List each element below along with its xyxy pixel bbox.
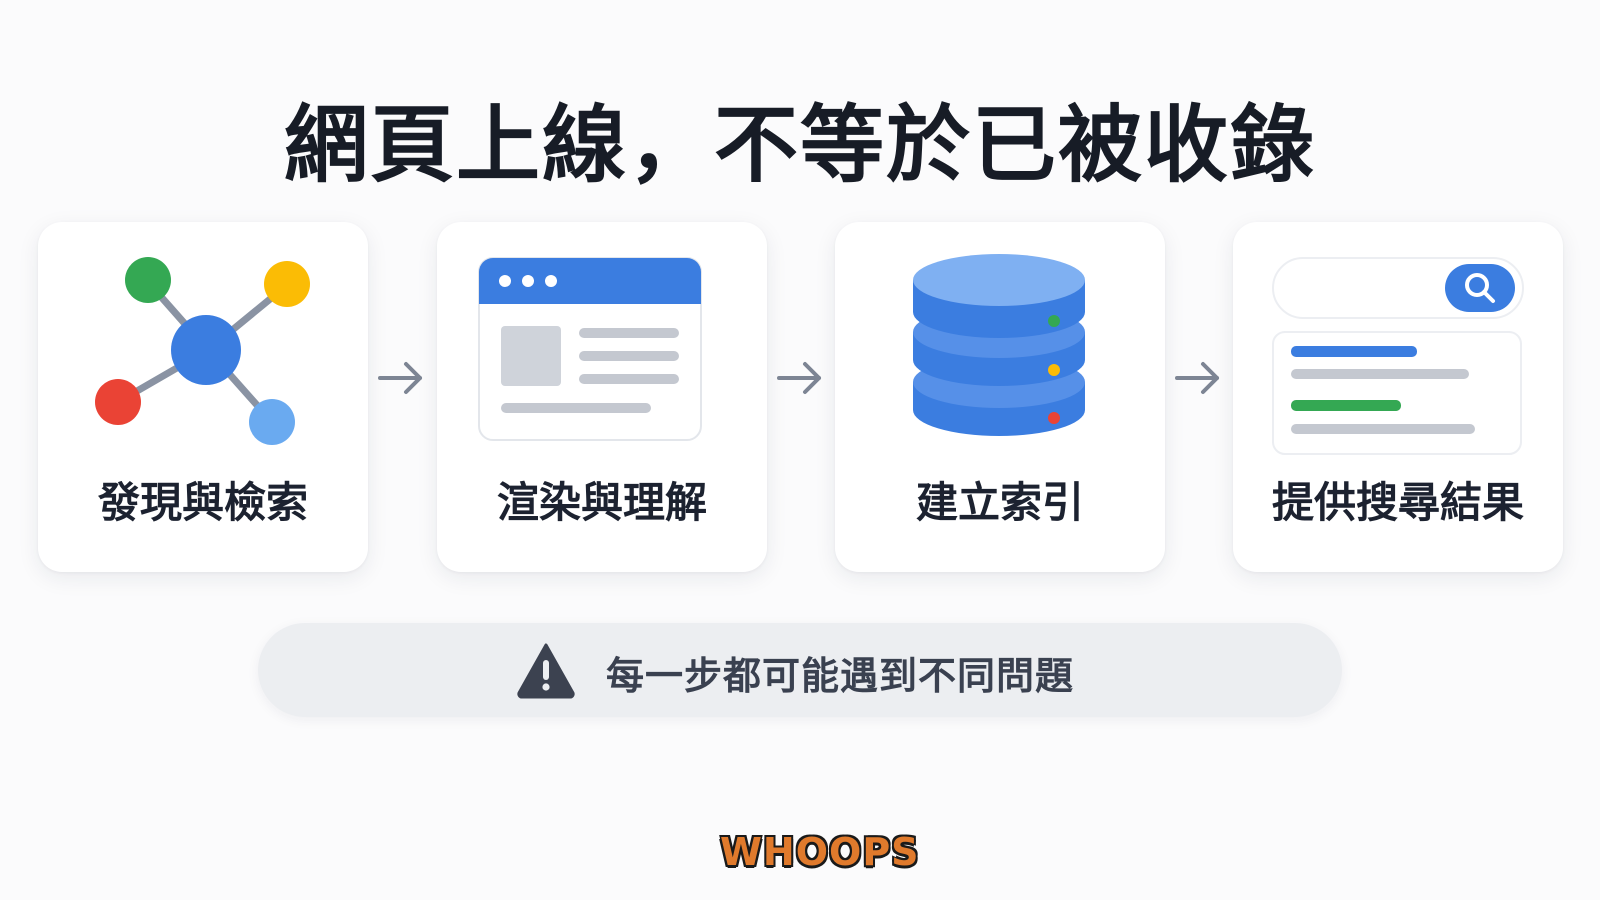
whoops-logo: WHOOPS xyxy=(720,830,920,874)
warning-text: 每一步都可能遇到不同問題 xyxy=(606,654,1075,698)
step-card-discover: 發現與檢索 xyxy=(38,222,368,572)
step-label: 發現與檢索 xyxy=(97,478,308,527)
step-label: 渲染與理解 xyxy=(496,478,707,527)
step-card-serve: 提供搜尋結果 xyxy=(1233,222,1563,572)
warning-banner: 每一步都可能遇到不同問題 xyxy=(258,623,1342,717)
step-card-index: 建立索引 xyxy=(835,222,1165,572)
arrow-right-icon xyxy=(378,362,422,394)
step-label: 提供搜尋結果 xyxy=(1271,478,1524,527)
search-results-icon xyxy=(1272,257,1524,455)
page-title: 網頁上線，不等於已被收錄 xyxy=(283,96,1316,194)
browser-window-icon xyxy=(478,257,702,441)
network-nodes-icon xyxy=(95,257,310,445)
database-icon xyxy=(913,254,1085,436)
step-label: 建立索引 xyxy=(915,478,1084,527)
step-card-render: 渲染與理解 xyxy=(437,222,767,572)
warning-triangle-icon xyxy=(517,643,575,699)
arrow-right-icon xyxy=(1175,362,1219,394)
arrow-right-icon xyxy=(777,362,821,394)
